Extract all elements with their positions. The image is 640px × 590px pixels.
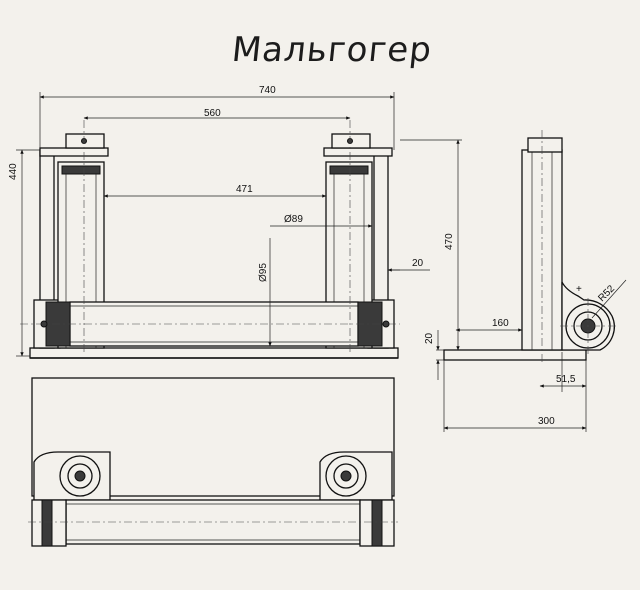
dim-471: 471 — [236, 184, 253, 195]
dim-160: 160 — [492, 318, 509, 329]
dim-diameter-89: Ø89 — [284, 214, 303, 225]
front-view: 740 560 471 Ø89 Ø95 20 440 — [8, 85, 430, 359]
front-base-plate — [29, 347, 399, 359]
dim-diameter-95: Ø95 — [258, 263, 269, 282]
dim-51-5: 51,5 — [556, 374, 576, 385]
dim-560: 560 — [204, 108, 221, 119]
dim-300: 300 — [538, 416, 555, 427]
side-base-plate — [443, 349, 587, 361]
top-view — [28, 377, 398, 547]
dim-440: 440 — [8, 163, 19, 180]
dim-20-side: 20 — [412, 258, 424, 269]
svg-text:+: + — [576, 284, 582, 295]
dim-20-base: 20 — [424, 332, 435, 344]
dim-r52: R52 — [596, 283, 617, 304]
side-view: + 470 20 160 R52 51,5 3 — [400, 130, 627, 432]
dim-470: 470 — [444, 233, 455, 250]
dim-740: 740 — [259, 85, 276, 96]
